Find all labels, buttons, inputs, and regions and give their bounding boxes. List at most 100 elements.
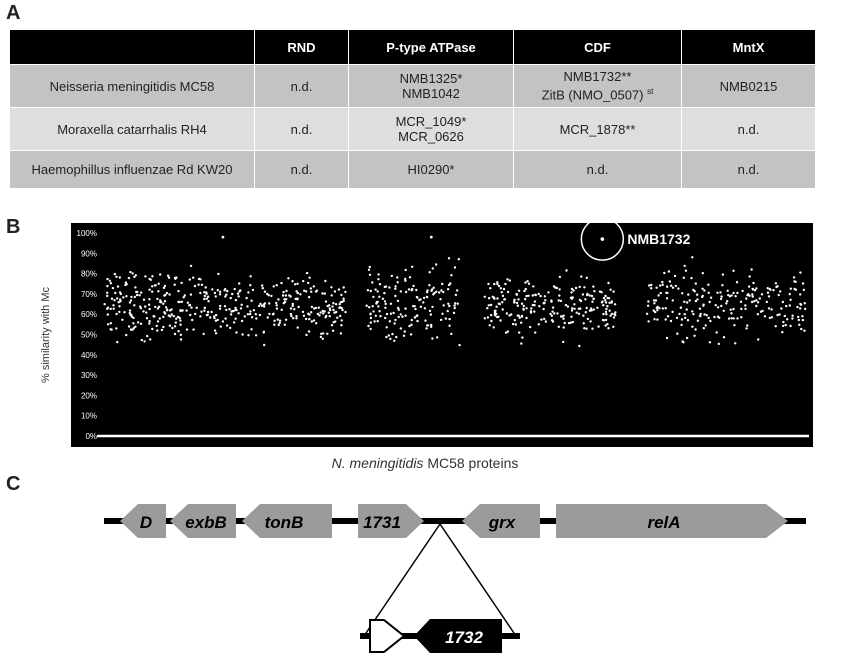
data-point [131,272,134,275]
data-point [486,307,489,310]
data-point [125,333,128,337]
data-point [376,290,379,293]
transporter-table: RND P-type ATPase CDF MntX Neisseria men… [9,29,816,189]
data-point [224,295,227,298]
data-point [488,324,491,327]
data-point [748,294,751,297]
data-point [115,327,118,330]
data-point [733,324,736,327]
data-point [149,338,152,341]
data-point [551,310,554,313]
data-point [538,305,541,308]
data-point [497,284,501,288]
data-point [369,289,372,293]
y-tick-label: 100% [77,229,97,238]
data-point [365,304,368,307]
data-point [235,308,238,312]
data-point [608,301,611,304]
data-point [415,314,418,318]
data-point [308,276,311,279]
data-point [673,274,677,278]
data-point [160,328,164,332]
data-point [277,298,280,301]
data-point [139,322,143,325]
data-point [533,304,536,307]
data-point [674,284,677,288]
data-point [389,337,392,341]
data-point [597,325,600,328]
ptype-line: MCR_0626 [398,129,464,144]
data-point [735,281,739,284]
y-tick-label: 0% [85,432,97,441]
data-point [717,342,720,346]
data-point [693,334,696,337]
data-point [305,333,308,337]
data-point [307,281,310,285]
data-point [338,303,341,306]
data-point [272,285,275,288]
data-point [146,334,149,338]
data-point [604,294,607,298]
data-point [525,316,528,320]
data-point [751,293,754,296]
data-point [534,293,537,296]
data-point [447,257,451,260]
data-point [716,315,720,318]
data-point [755,299,758,302]
data-point [258,313,262,317]
data-point [388,286,391,289]
data-point [327,311,330,314]
data-point [110,297,114,300]
data-point [147,303,151,306]
header-rnd: RND [254,29,349,65]
data-point [168,293,171,296]
table-row: Haemophillus influenzae Rd KW20 n.d. HI0… [9,150,816,189]
data-point [169,315,172,318]
data-point [214,295,217,298]
data-point [517,298,520,301]
data-point [213,316,216,320]
data-point [270,294,273,298]
data-point [521,336,524,339]
data-point [412,284,415,288]
cdf-cell: NMB1732** ZitB (NMO_0507) st [513,64,682,108]
ptype-line: NMB1042 [402,86,460,101]
data-point [540,318,543,321]
data-point [219,290,222,293]
data-point [129,270,132,274]
data-point [487,304,490,307]
data-point [171,326,174,330]
data-point [404,314,407,317]
data-point [116,340,119,344]
data-point [342,286,345,289]
data-point [789,298,792,301]
data-point [333,311,336,314]
data-point [425,290,429,294]
data-point [746,324,749,327]
data-point [430,325,433,328]
data-point [431,337,434,340]
data-point [378,310,381,313]
data-point [686,301,689,304]
y-tick-label: 60% [81,310,97,319]
data-point [257,304,261,308]
data-point [194,312,197,316]
cdf-line: NMB1732** [563,69,632,85]
data-point [515,293,518,296]
data-point [562,340,565,344]
data-point [205,297,208,300]
data-point [586,292,589,296]
data-point [206,295,210,298]
data-point [426,324,429,327]
similarity-scatter-chart: 0%10%20%30%40%50%60%70%80%90%100% % simi… [41,223,813,447]
data-point [175,317,178,320]
data-point [691,310,694,313]
data-point [570,315,573,318]
data-point [246,305,249,308]
data-point [179,338,183,341]
data-point [310,320,313,323]
data-point [339,332,343,335]
data-point [448,317,451,321]
data-point [696,293,699,296]
data-point [291,304,294,308]
